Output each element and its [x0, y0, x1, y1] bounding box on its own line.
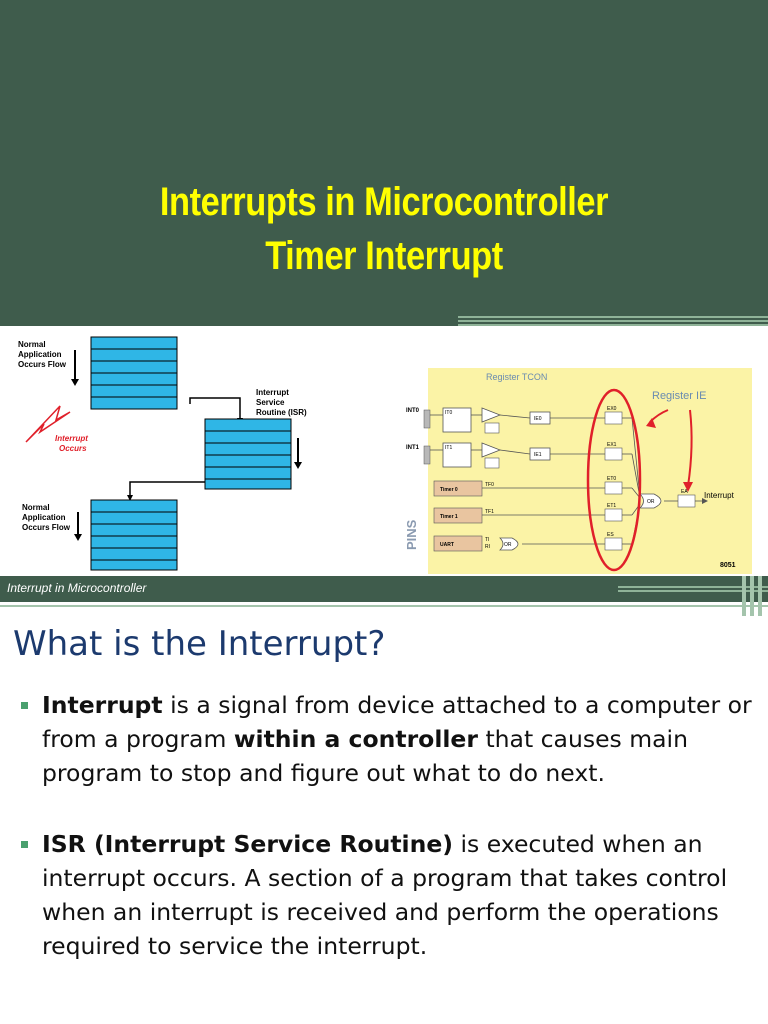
timer0-label: Timer 0: [440, 487, 458, 493]
it1-switch: [442, 442, 472, 468]
bullet1-text1: is a signal from device attached to a co…: [42, 691, 752, 753]
bullet-interrupt-definition: Interrupt is a signal from device attach…: [21, 688, 757, 790]
bullet-icon: [21, 702, 28, 709]
interrupt-occurs-label-1: Interrupt: [55, 434, 88, 443]
slide-title-line1: Interrupts in Microcontroller: [159, 180, 609, 224]
figure-caption-bar: Interrupt in Microcontroller: [0, 576, 768, 602]
uart-label: UART: [440, 542, 454, 548]
isr-label-1: Interrupt: [256, 388, 289, 397]
figure-caption: Interrupt in Microcontroller: [7, 581, 147, 595]
ex0-label: EX0: [607, 406, 617, 412]
interrupt-diagram: Normal Application Occurs Flow Interrupt…: [18, 336, 752, 574]
interrupt-output-label: Interrupt: [704, 491, 735, 500]
et0-label: ET0: [607, 476, 616, 482]
interrupt-occurs-label-2: Occurs: [59, 444, 87, 453]
normal-flow-bottom-label-2: Application: [22, 513, 66, 522]
et1-switch: [604, 508, 623, 522]
tf0-label: TF0: [485, 482, 494, 488]
term-interrupt: Interrupt: [42, 691, 163, 719]
et0-switch: [604, 481, 623, 495]
register-ie-label: Register IE: [652, 390, 706, 402]
slide-title-line2: Timer Interrupt: [265, 234, 503, 278]
flow-connector-to-isr: [189, 397, 241, 421]
it0-label: IT0: [445, 410, 452, 416]
timer0-box: [433, 480, 483, 497]
isr-label-2: Service: [256, 398, 285, 407]
title-header: Interrupts in Microcontroller Timer Inte…: [0, 0, 768, 312]
interrupt-circuit-diagram: Register TCON Register IE PINS INT0 INT1…: [380, 368, 752, 574]
or-gate-uart: [499, 537, 519, 551]
bullet2-text1: is executed when an interrupt occurs. A …: [42, 830, 728, 960]
decorative-stripes: [458, 316, 768, 328]
program-block-bottom: [90, 499, 178, 571]
bullet1-text2: that causes main program to stop and fig…: [42, 725, 688, 787]
isr-block: [204, 418, 292, 490]
int0-label: INT0: [406, 408, 420, 414]
interrupt-figure: Normal Application Occurs Flow Interrupt…: [0, 326, 768, 576]
or-gate-main: [639, 493, 662, 509]
bullet-isr-definition: ISR (Interrupt Service Routine) is execu…: [21, 827, 757, 963]
ti-label: TI: [485, 537, 489, 543]
es-switch: [604, 537, 623, 551]
pins-label: PINS: [404, 519, 419, 550]
it1-label: IT1: [445, 445, 452, 451]
ie1-label: IE1: [534, 452, 542, 458]
normal-flow-top-label-3: Occurs Flow: [18, 360, 67, 369]
uart-box: [433, 535, 483, 552]
register-tcon-label: Register TCON: [486, 372, 547, 382]
ie0-label: IE0: [534, 416, 542, 422]
term-isr: ISR (Interrupt Service Routine): [42, 830, 454, 858]
ex1-label: EX1: [607, 442, 617, 448]
normal-flow-bottom-label-1: Normal: [22, 503, 50, 512]
it0-switch: [442, 407, 472, 433]
ri-label: RI: [485, 544, 490, 550]
timer1-label: Timer 1: [440, 514, 458, 520]
ea-switch: [677, 494, 696, 508]
lightning-icon: [25, 405, 71, 443]
decorative-side-bars: [738, 576, 768, 616]
et1-label: ET1: [607, 503, 616, 509]
ie-highlight-ellipse: [586, 388, 642, 572]
ie-pointer-2: [687, 409, 693, 487]
divider-line: [0, 605, 768, 607]
int1-label: INT1: [406, 445, 420, 451]
ex0-switch: [604, 411, 623, 425]
ex1-switch: [604, 447, 623, 461]
section-heading: What is the Interrupt?: [13, 624, 386, 664]
normal-flow-top-label-1: Normal: [18, 340, 46, 349]
program-block-top: [90, 336, 178, 410]
normal-flow-top-label-2: Application: [18, 350, 62, 359]
or1-label: OR: [504, 542, 512, 548]
ea-label: EA: [681, 489, 688, 495]
flow-connector-return: [129, 481, 205, 498]
chip-label: 8051: [720, 562, 736, 569]
normal-flow-bottom-label-3: Occurs Flow: [22, 523, 71, 532]
divider-band: [0, 312, 768, 328]
es-label: ES: [607, 532, 614, 538]
tf1-label: TF1: [485, 509, 494, 515]
program-flow-diagram: Normal Application Occurs Flow Interrupt…: [18, 336, 307, 571]
or2-label: OR: [647, 499, 655, 505]
isr-label-3: Routine (ISR): [256, 408, 307, 417]
bullet-icon: [21, 841, 28, 848]
flow-arrowhead-1: [71, 379, 79, 386]
timer1-box: [433, 507, 483, 524]
term-within-controller: within a controller: [233, 725, 478, 753]
caption-stripes: [618, 586, 768, 594]
